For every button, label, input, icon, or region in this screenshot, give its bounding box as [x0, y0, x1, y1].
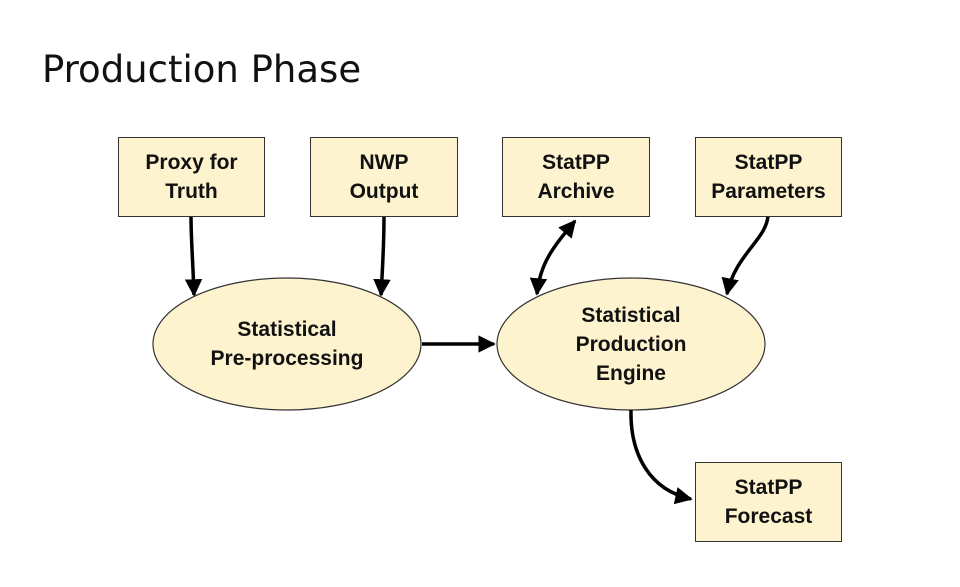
arrow-engine-to-forecast: [629, 409, 693, 505]
arrow-proxy-to-preprocessing: [184, 215, 203, 297]
node-label-line: Forecast: [724, 505, 813, 528]
node-label-line: NWP: [359, 151, 409, 174]
node-statpp-forecast: StatPP Forecast: [695, 462, 842, 542]
node-statistical-preprocessing: Statistical Pre-processing: [153, 278, 421, 410]
node-label-line: Proxy for: [145, 151, 238, 174]
node-statistical-production-engine: Statistical Production Engine: [497, 278, 765, 410]
node-label-line: Statistical: [581, 303, 681, 327]
node-label-line: StatPP: [542, 151, 610, 174]
node-statpp-archive: StatPP Archive: [502, 137, 650, 217]
node-label-line: Production: [575, 332, 687, 356]
arrow-archive-engine-bidirectional: [529, 219, 577, 296]
node-label-line: Output: [349, 180, 419, 203]
node-statpp-parameters: StatPP Parameters: [695, 137, 842, 217]
page-title: Production Phase: [42, 48, 362, 91]
node-label-line: Pre-processing: [210, 347, 364, 370]
node-label-line: Archive: [537, 180, 615, 203]
node-label-line: StatPP: [734, 476, 803, 499]
arrow-nwp-to-preprocessing: [373, 215, 391, 297]
node-label-line: Statistical: [237, 318, 337, 341]
node-label-line: Parameters: [711, 180, 826, 203]
node-label-line: Truth: [165, 180, 218, 203]
node-proxy-for-truth: Proxy for Truth: [118, 137, 265, 217]
node-nwp-output: NWP Output: [310, 137, 458, 217]
arrow-parameters-to-engine: [721, 215, 770, 296]
node-label-line: Engine: [595, 361, 666, 385]
node-label-line: StatPP: [734, 151, 803, 174]
preprocessing-ellipse: [152, 277, 422, 411]
